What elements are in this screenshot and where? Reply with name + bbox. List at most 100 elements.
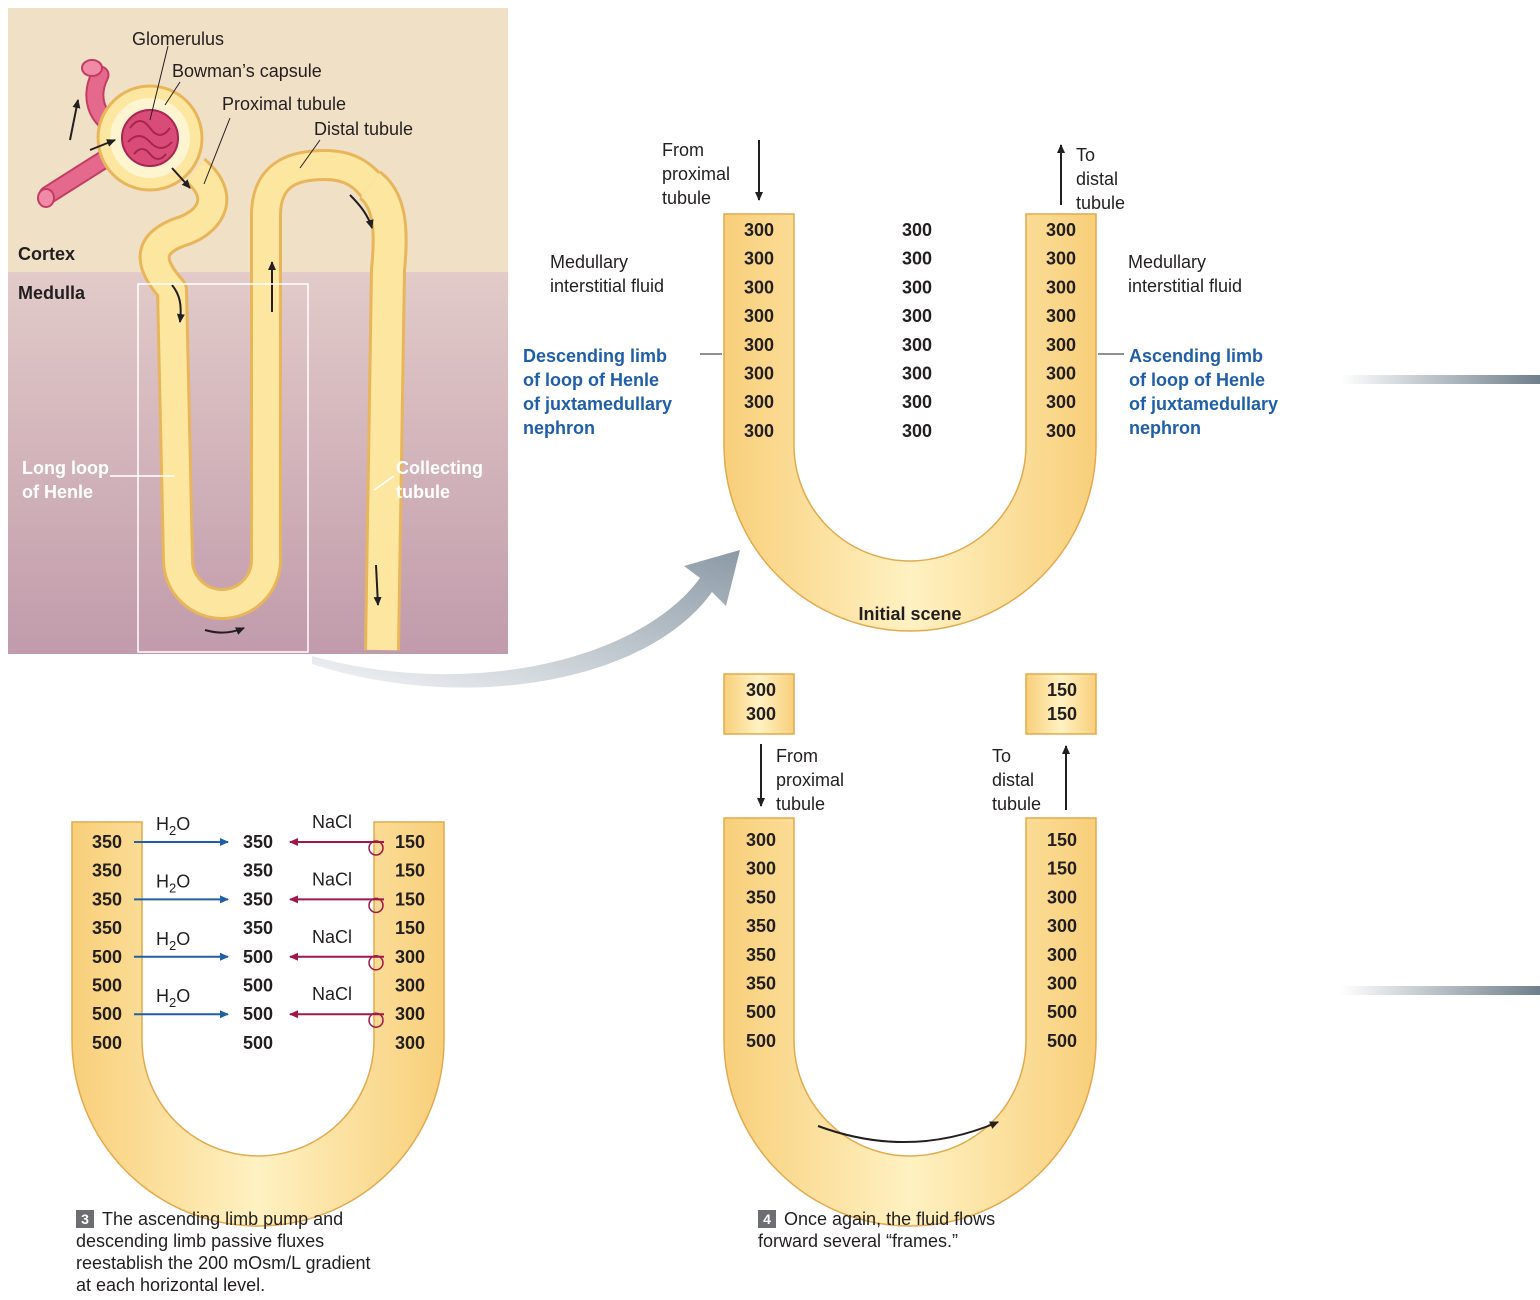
osmolarity-value: 300: [1046, 392, 1076, 412]
water-label: H2O: [156, 986, 190, 1010]
osmolarity-value: 350: [243, 918, 273, 938]
osmolarity-value: 350: [243, 889, 273, 909]
initial-from-label: From proximal tubule: [662, 140, 735, 208]
osmolarity-value: 500: [243, 947, 273, 967]
osmolarity-value: 300: [902, 392, 932, 412]
osmolarity-value: 150: [395, 918, 425, 938]
osmolarity-value: 300: [395, 947, 425, 967]
osmolarity-value: 300: [746, 830, 776, 850]
osmolarity-value: 150: [395, 861, 425, 881]
ascending-limb-label: Ascending limb of loop of Henle of juxta…: [1129, 346, 1283, 438]
side-bar-bottom: [1340, 986, 1540, 995]
osmolarity-value: 300: [902, 306, 932, 326]
osmolarity-value: 300: [1047, 916, 1077, 936]
medulla-label: Medulla: [18, 283, 86, 303]
osmolarity-value: 300: [1046, 220, 1076, 240]
nephron-panel: Glomerulus Bowman’s capsule Proximal tub…: [8, 8, 508, 654]
osmolarity-value: 300: [744, 220, 774, 240]
osmolarity-value: 150: [1047, 859, 1077, 879]
osmolarity-value: 300: [1046, 421, 1076, 441]
osmolarity-value: 300: [1046, 249, 1076, 269]
osmolarity-value: 350: [243, 861, 273, 881]
medullary-fluid-left: Medullary interstitial fluid: [550, 252, 664, 296]
step4-panel: 300 300 150 150 From proximal tubule To di…: [724, 674, 1096, 1226]
osmolarity-value: 350: [243, 832, 273, 852]
osmolarity-value: 300: [395, 1004, 425, 1024]
glomerulus-label: Glomerulus: [132, 29, 224, 49]
osmolarity-value: 350: [746, 916, 776, 936]
bowmans-capsule-label: Bowman’s capsule: [172, 61, 322, 81]
osmolarity-value: 350: [92, 832, 122, 852]
nacl-label: NaCl: [312, 984, 352, 1004]
osmolarity-value: 350: [92, 918, 122, 938]
osmolarity-value: 350: [92, 861, 122, 881]
nacl-label: NaCl: [312, 927, 352, 947]
step3-number-badge: 3: [76, 1210, 94, 1228]
water-label: H2O: [156, 871, 190, 895]
initial-to-label: To distal tubule: [1076, 145, 1125, 213]
osmolarity-value: 300: [902, 421, 932, 441]
cortex-label: Cortex: [18, 244, 75, 264]
osmolarity-value: 150: [395, 889, 425, 909]
osmolarity-value: 350: [746, 887, 776, 907]
side-bar-top: [1340, 375, 1540, 384]
osmolarity-value: 300: [1047, 974, 1077, 994]
initial-scene-caption: Initial scene: [858, 604, 961, 624]
osmolarity-value: 150: [1047, 704, 1077, 724]
osmolarity-value: 300: [395, 976, 425, 996]
osmolarity-value: 500: [1047, 1031, 1077, 1051]
osmolarity-value: 500: [92, 947, 122, 967]
nacl-label: NaCl: [312, 869, 352, 889]
step4-u-tube: [724, 818, 1096, 1226]
osmolarity-value: 300: [744, 249, 774, 269]
nacl-label: NaCl: [312, 812, 352, 832]
osmolarity-value: 300: [746, 680, 776, 700]
osmolarity-value: 500: [243, 1033, 273, 1053]
osmolarity-value: 300: [395, 1033, 425, 1053]
osmolarity-value: 300: [744, 277, 774, 297]
osmolarity-value: 300: [902, 335, 932, 355]
initial-scene-panel: 300 300 300 300 300 300 300 300 300 300 300 300 300…: [523, 140, 1283, 631]
water-label: H2O: [156, 814, 190, 838]
step4-number-badge: 4: [758, 1210, 776, 1228]
osmolarity-value: 300: [1046, 364, 1076, 384]
proximal-tubule-label: Proximal tubule: [222, 94, 346, 114]
osmolarity-value: 300: [1046, 277, 1076, 297]
step3-interstitial-values: 350 350 350 350 500 500 500 500: [243, 832, 273, 1053]
osmolarity-value: 500: [1047, 1002, 1077, 1022]
osmolarity-value: 300: [746, 704, 776, 724]
step4-from-label: From proximal tubule: [776, 746, 849, 814]
osmolarity-value: 500: [92, 976, 122, 996]
medullary-fluid-right: Medullary interstitial fluid: [1128, 252, 1242, 296]
osmolarity-value: 500: [243, 1004, 273, 1024]
osmolarity-value: 300: [902, 364, 932, 384]
osmolarity-value: 300: [1047, 887, 1077, 907]
osmolarity-value: 350: [92, 889, 122, 909]
osmolarity-value: 350: [746, 945, 776, 965]
water-label: H2O: [156, 929, 190, 953]
osmolarity-value: 300: [902, 249, 932, 269]
osmolarity-value: 300: [902, 220, 932, 240]
osmolarity-value: 500: [746, 1002, 776, 1022]
osmolarity-value: 300: [744, 306, 774, 326]
osmolarity-value: 500: [746, 1031, 776, 1051]
osmolarity-value: 300: [1046, 306, 1076, 326]
osmolarity-value: 500: [92, 1033, 122, 1053]
osmolarity-value: 300: [744, 335, 774, 355]
step4-to-label: To distal tubule: [992, 746, 1041, 814]
osmolarity-value: 500: [243, 976, 273, 996]
osmolarity-value: 300: [744, 364, 774, 384]
osmolarity-value: 350: [746, 974, 776, 994]
osmolarity-value: 150: [1047, 830, 1077, 850]
osmolarity-value: 500: [92, 1004, 122, 1024]
step3-panel: 350 350 350 350 500 500 500 500 350 350 350 350 500…: [72, 812, 444, 1226]
initial-interstitial-values: 300300300300300300300300: [902, 220, 932, 441]
osmolarity-value: 300: [1046, 335, 1076, 355]
osmolarity-value: 300: [744, 421, 774, 441]
osmolarity-value: 300: [1047, 945, 1077, 965]
osmolarity-value: 150: [395, 832, 425, 852]
descending-limb-label: Descending limb of loop of Henle of juxt…: [523, 346, 677, 438]
